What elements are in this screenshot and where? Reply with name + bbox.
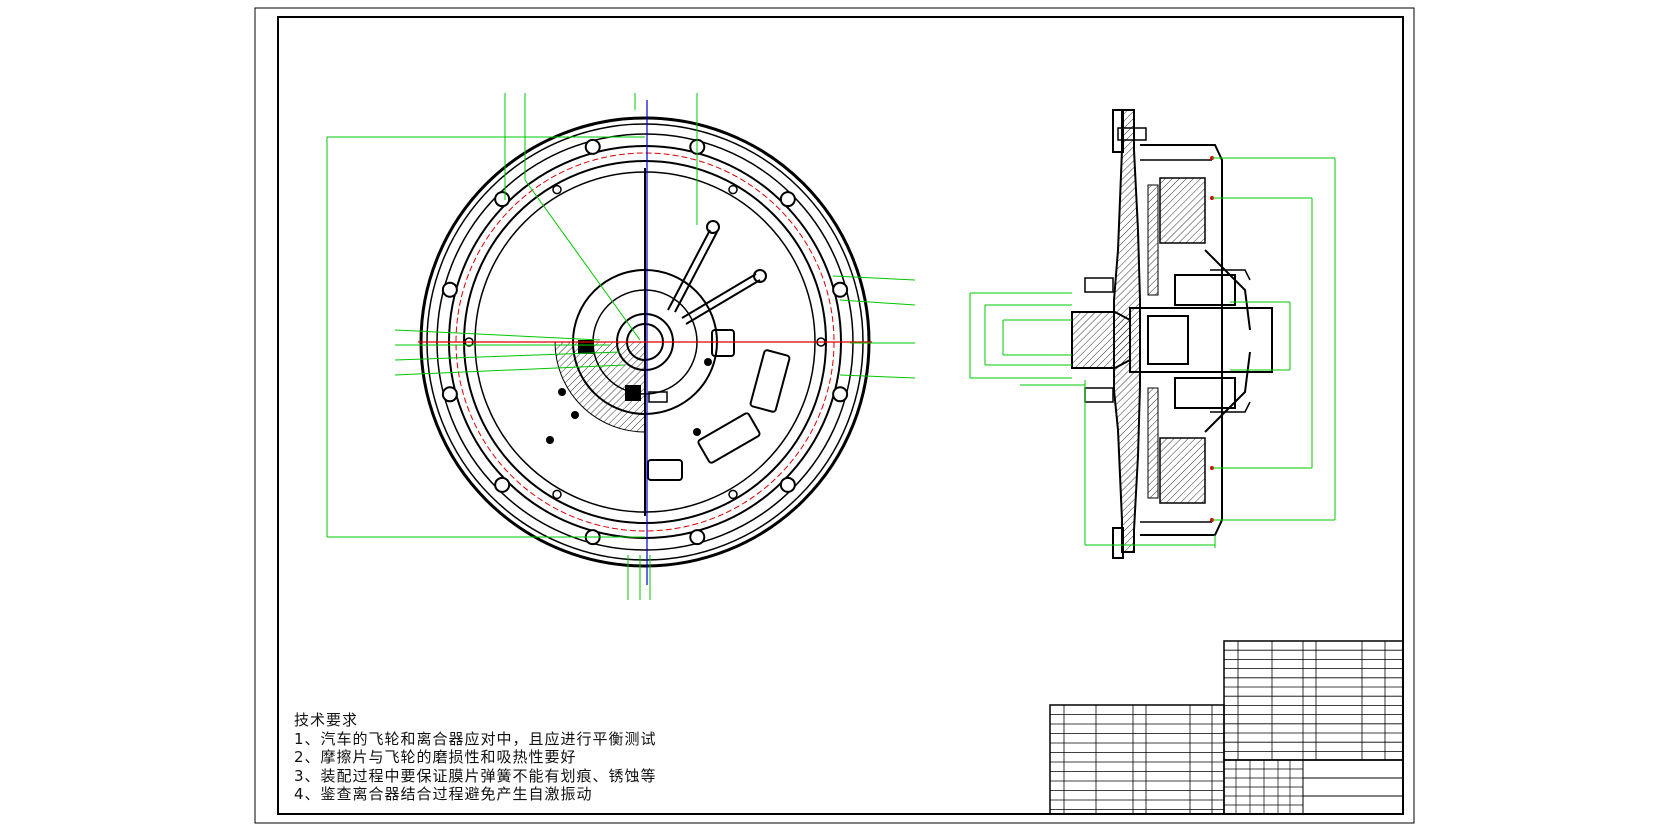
hatched-section [554,341,646,433]
tech-requirement-1: 1、汽车的飞轮和离合器应对中，且应进行平衡测试 [294,729,657,748]
section-dimension-lines [969,157,1336,548]
bolt-hole [441,281,458,298]
bolt-hole [494,476,511,493]
section-view [969,109,1336,559]
bolt-hole [779,476,796,493]
bolt-hole [689,529,706,546]
hub-flange-bottom [1084,387,1114,403]
parts-list-lower [1049,704,1225,815]
inner-frame [277,16,1404,815]
arc-slots [647,329,791,481]
release-bearing-bottom [1174,377,1236,409]
front-view [326,93,916,600]
tech-requirement-4: 4、鉴查离合器结合过程避免产生自激振动 [294,785,593,803]
clutch-housing [1140,144,1223,536]
square-key-1 [578,340,594,354]
hub-flange-top [1084,277,1114,293]
bolt-hole [832,386,849,403]
crank-hub [1071,311,1131,369]
release-bearing-top [1174,274,1236,306]
friction-disc-bottom [1147,387,1159,499]
bolt-hole [584,138,601,155]
bolt-hole [832,281,849,298]
bolt-hole-inner [552,184,562,195]
lever-arms [667,220,767,325]
diaphragm-spring [1204,249,1251,433]
title-block [1049,640,1404,815]
friction-disc-top [1147,184,1159,296]
bolt-hole [494,191,511,208]
shaft-spline [1147,315,1189,365]
ring-gear-bottom [1112,527,1124,559]
technical-requirements: 技术要求 1、汽车的飞轮和离合器应对中，且应进行平衡测试 2、摩擦片与飞轮的磨损… [294,711,657,804]
outer-frame [254,7,1415,824]
bolt-hole-inner [728,184,738,195]
rivets [1210,156,1214,522]
bolt-hole-inner [552,489,562,500]
pressure-plate-top [1159,177,1206,244]
tech-requirements-heading: 技术要求 [294,711,359,729]
tech-requirement-3: 3、装配过程中要保证膜片弹簧不能有划痕、锈蚀等 [294,766,657,785]
input-shaft [1129,307,1273,373]
bolt-hole [441,386,458,403]
pressure-plate-bottom [1159,437,1206,504]
ring-gear-top [1112,109,1124,153]
dimension-lines [326,93,916,600]
small-holes [546,358,712,444]
square-key-2 [625,385,641,401]
parts-list-upper [1223,640,1404,761]
square-key-3 [648,391,668,403]
tech-requirement-2: 2、摩擦片与飞轮的磨损性和吸热性要好 [294,748,577,766]
bolt-hole-inner [728,489,738,500]
bolt-hole [779,191,796,208]
